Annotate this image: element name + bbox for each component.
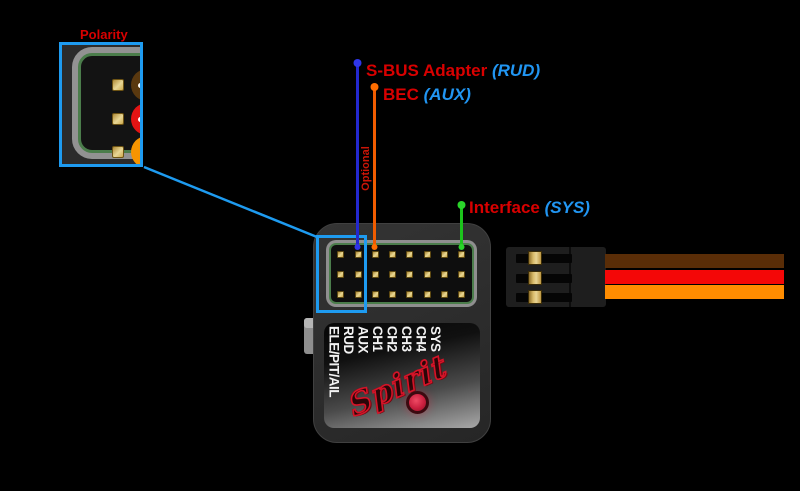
sbus-line-dot-top (353, 59, 362, 67)
signal-terminal-icon (131, 136, 140, 164)
sbus-adapter-port: (RUD) (491, 61, 541, 80)
polarity-callout-line (143, 165, 318, 239)
bec-port: (AUX) (423, 85, 471, 104)
channel-label-ch2: CH2 (384, 326, 400, 352)
header-pin (423, 250, 431, 258)
polarity-pin-2 (112, 113, 124, 125)
header-pin (337, 250, 345, 258)
channel-label-ch1: CH1 (370, 326, 385, 352)
bec-label: BEC (AUX) (383, 85, 471, 105)
header-pin (406, 250, 414, 258)
connector-pin-3 (528, 290, 542, 304)
interface-label: Interface (SYS) (469, 198, 590, 218)
device-pin-grid (329, 243, 474, 304)
connector-slot-1 (516, 253, 572, 263)
header-pin (337, 290, 345, 298)
channel-label-ch3: CH3 (399, 326, 414, 352)
polarity-label: Polarity (80, 27, 128, 42)
connector-slot-2 (516, 273, 572, 283)
header-pin (458, 290, 466, 298)
header-pin (423, 270, 431, 278)
optional-label: Optional (360, 146, 372, 191)
polarity-detail-box (59, 42, 143, 167)
connector-slot-3 (516, 292, 572, 302)
header-pin (371, 270, 379, 278)
servo-connector (506, 247, 606, 307)
interface-name: Interface (469, 198, 540, 217)
polarity-pin-3 (112, 146, 124, 158)
header-pin (371, 290, 379, 298)
channel-label-sys: SYS (428, 326, 443, 352)
connector-pin-2 (528, 271, 542, 285)
header-pin (406, 290, 414, 298)
channel-label-aux: AUX (355, 326, 371, 354)
header-pin (337, 270, 345, 278)
header-pin (354, 290, 362, 298)
interface-port: (SYS) (544, 198, 590, 217)
header-pin (441, 290, 448, 298)
bec-name: BEC (383, 85, 419, 104)
header-pin (406, 270, 414, 278)
polarity-pin-1 (112, 79, 124, 91)
header-pin (423, 290, 431, 298)
header-pin (458, 250, 466, 258)
connector-pin-1 (528, 251, 542, 265)
channel-label-rud: RUD (341, 326, 356, 354)
header-pin (389, 250, 397, 258)
sbus-adapter-name: S-BUS Adapter (366, 61, 488, 80)
status-led (406, 391, 429, 414)
positive-terminal-icon (131, 103, 140, 135)
header-pin (389, 290, 397, 298)
bec-line-dot-top (370, 83, 379, 91)
wire-orange (605, 285, 784, 299)
header-pin (354, 270, 362, 278)
channel-label-ele-pit-ail: ELE/PIT/AIL (326, 326, 342, 398)
header-pin (371, 250, 379, 258)
header-pin (458, 270, 466, 278)
sbus-adapter-label: S-BUS Adapter (RUD) (366, 61, 540, 81)
device-side-tab-highlight (304, 318, 316, 328)
wire-red (605, 269, 784, 284)
polarity-connector-recess (78, 53, 140, 164)
polarity-zoom-target-rect (316, 235, 367, 313)
cable-wires (605, 254, 784, 300)
device-label-plate (324, 323, 480, 428)
header-pin (441, 270, 448, 278)
header-pin (354, 250, 362, 258)
negative-terminal-icon (131, 69, 140, 101)
header-pin (389, 270, 397, 278)
header-pin (441, 250, 448, 258)
channel-label-ch4: CH4 (413, 326, 429, 352)
wire-brown (605, 254, 784, 268)
interface-line-dot-top (457, 201, 466, 209)
